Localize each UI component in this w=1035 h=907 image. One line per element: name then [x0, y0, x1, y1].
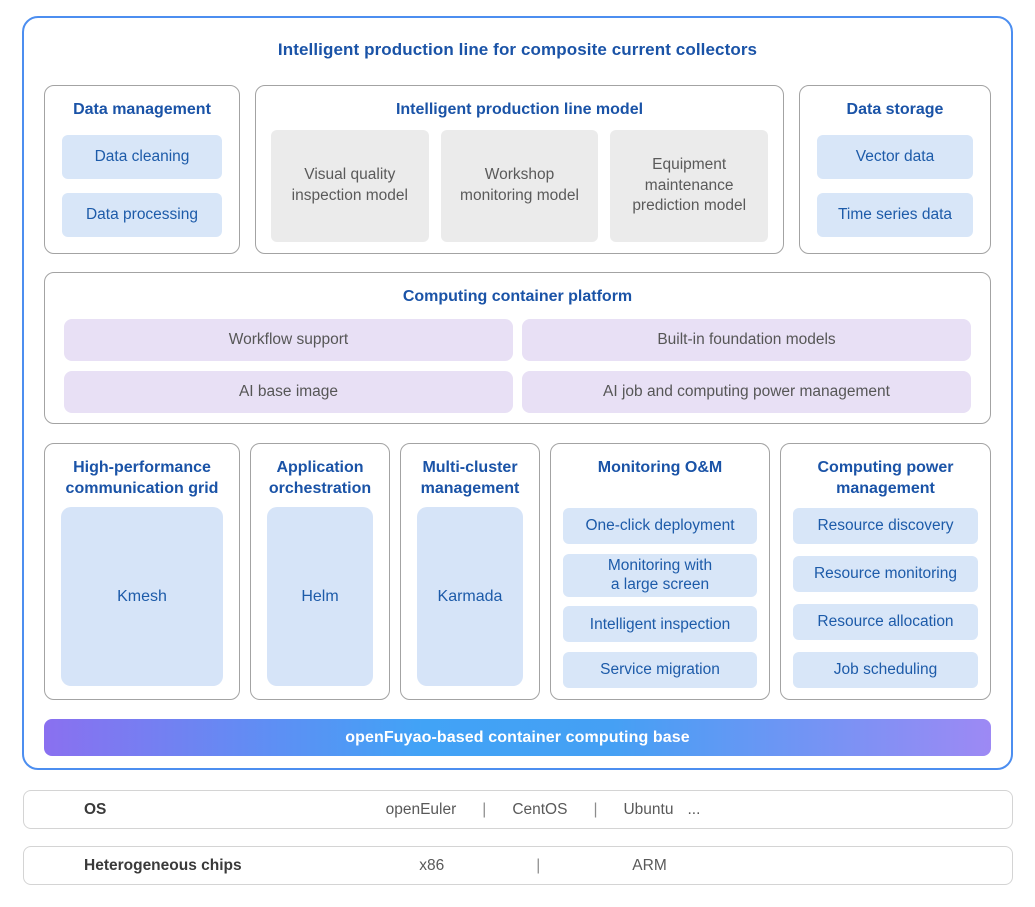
os-strip: OS openEuler | CentOS | Ubuntu ... — [23, 790, 1013, 829]
group-title-monitoring-om: Monitoring O&M — [597, 459, 723, 476]
group-data-management: Data management Data cleaning Data proce… — [44, 85, 240, 254]
group-title-communication-grid: High-performance communication grid — [65, 459, 219, 497]
chips-strip: Heterogeneous chips x86 | ARM — [23, 846, 1013, 885]
pill-vector-data: Vector data — [817, 135, 973, 179]
group-data-storage: Data storage Vector data Time series dat… — [799, 85, 991, 254]
separator-bar: | — [536, 856, 541, 874]
pill-data-cleaning: Data cleaning — [62, 135, 222, 179]
chip-arm: ARM — [632, 856, 667, 874]
computing-power-pill-stack: Resource discovery Resource monitoring R… — [793, 508, 978, 688]
os-values: openEuler | CentOS | Ubuntu ... — [24, 791, 1012, 828]
pill-job-scheduling: Job scheduling — [793, 652, 978, 688]
os-label: OS — [84, 800, 107, 818]
pill-resource-discovery: Resource discovery — [793, 508, 978, 544]
pill-built-in-foundation-models: Built-in foundation models — [522, 319, 971, 361]
cell-visual-quality-inspection-model: Visual quality inspection model — [271, 130, 429, 242]
pill-resource-monitoring: Resource monitoring — [793, 556, 978, 592]
group-computing-container-platform: Computing container platform Workflow su… — [44, 272, 991, 424]
os-ubuntu: Ubuntu — [623, 800, 674, 818]
group-title-data-storage: Data storage — [846, 101, 944, 118]
component-box-kmesh: Kmesh — [61, 507, 223, 686]
separator-bar: | — [593, 800, 598, 818]
pill-resource-allocation: Resource allocation — [793, 604, 978, 640]
pill-monitoring-with-a-large-screen: Monitoring with a large screen — [563, 553, 757, 597]
separator-bar: | — [482, 800, 487, 818]
pill-ai-base-image: AI base image — [64, 371, 513, 413]
group-title-data-management: Data management — [73, 101, 211, 118]
pill-workflow-support: Workflow support — [64, 319, 513, 361]
monitoring-pill-stack: One-click deployment Monitoring with a l… — [563, 508, 757, 688]
top-row: Data management Data cleaning Data proce… — [44, 85, 991, 254]
component-box-karmada: Karmada — [417, 507, 523, 686]
pill-service-migration: Service migration — [563, 652, 757, 688]
chips-values: x86 | ARM — [24, 847, 1012, 884]
chips-label: Heterogeneous chips — [84, 856, 242, 874]
group-application-orchestration: Application orchestration Helm — [250, 443, 390, 700]
group-title-computing-power-management: Computing power management — [817, 459, 954, 497]
openfuyao-base-bar: openFuyao-based container computing base — [44, 719, 991, 756]
group-title-computing-container-platform: Computing container platform — [402, 288, 633, 305]
group-title-production-line-model: Intelligent production line model — [395, 101, 644, 118]
pill-time-series-data: Time series data — [817, 193, 973, 237]
model-cell-list: Visual quality inspection model Workshop… — [271, 130, 769, 242]
chip-x86: x86 — [419, 856, 445, 874]
pill-data-processing: Data processing — [62, 193, 222, 237]
group-title-multi-cluster-management: Multi-cluster management — [420, 459, 520, 497]
pill-one-click-deployment: One-click deployment — [563, 508, 757, 544]
os-ellipsis: ... — [687, 800, 701, 818]
group-monitoring-om: Monitoring O&M One-click deployment Moni… — [550, 443, 770, 700]
os-centos: CentOS — [512, 800, 568, 818]
group-multi-cluster-management: Multi-cluster management Karmada — [400, 443, 540, 700]
cell-equipment-maintenance-prediction-model: Equipment maintenance prediction model — [610, 130, 769, 242]
pill-intelligent-inspection: Intelligent inspection — [563, 606, 757, 643]
os-openeuler: openEuler — [385, 800, 457, 818]
group-computing-power-management: Computing power management Resource disc… — [780, 443, 991, 700]
pill-ai-job-and-computing-power-management: AI job and computing power management — [522, 371, 971, 413]
group-title-application-orchestration: Application orchestration — [268, 459, 372, 497]
platform-pill-grid: Workflow support Built-in foundation mod… — [64, 319, 971, 413]
cell-workshop-monitoring-model: Workshop monitoring model — [440, 130, 599, 242]
main-title: Intelligent production line for composit… — [277, 40, 758, 59]
group-production-line-model: Intelligent production line model Visual… — [255, 85, 784, 254]
group-communication-grid: High-performance communication grid Kmes… — [44, 443, 240, 700]
main-panel: Intelligent production line for composit… — [22, 16, 1013, 770]
middleware-row: High-performance communication grid Kmes… — [44, 443, 991, 700]
component-box-helm: Helm — [267, 507, 373, 686]
